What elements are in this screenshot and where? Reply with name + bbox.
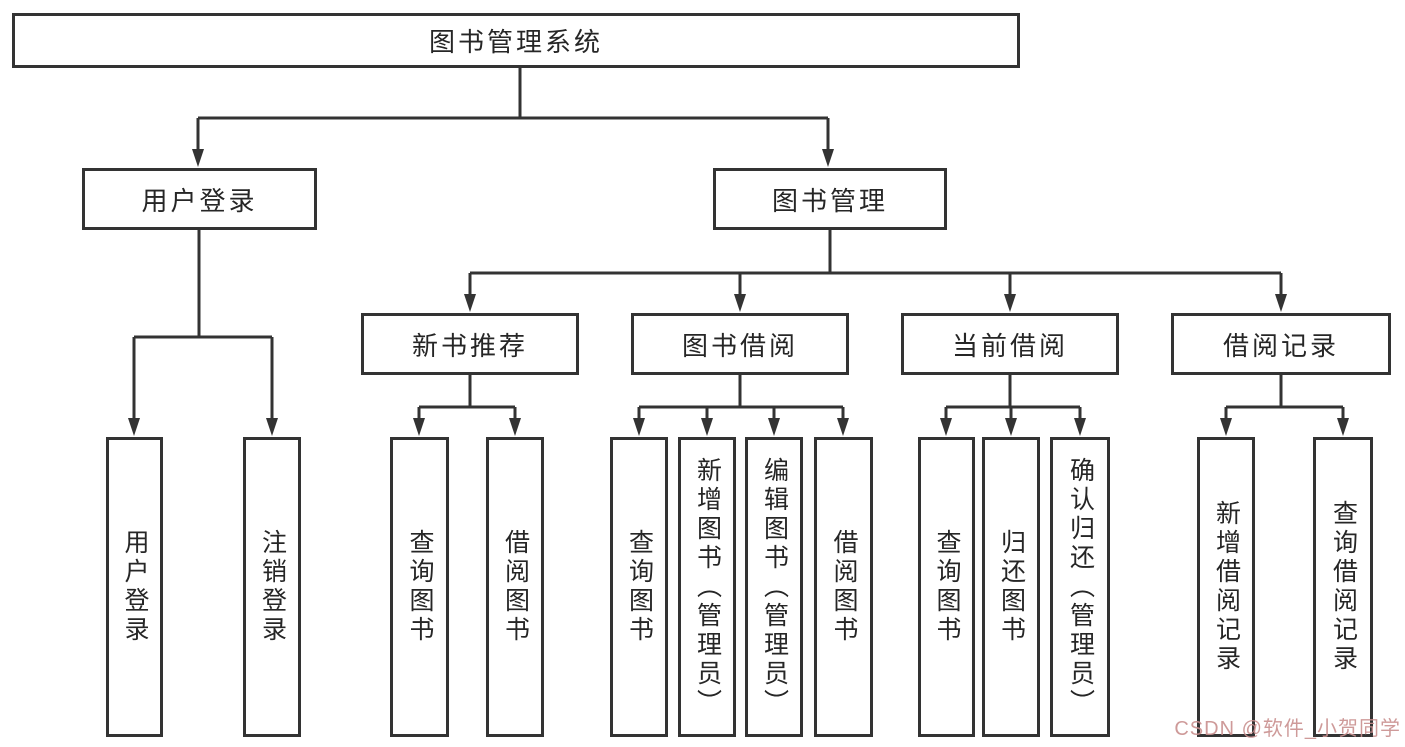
leaf-current-confirm-return-admin: 确认归还（管理员） xyxy=(1050,437,1110,737)
leaf-user-login: 用户登录 xyxy=(106,437,163,737)
leaf-borrowing-borrow-books: 借阅图书 xyxy=(814,437,873,737)
leaf-current-return-books: 归还图书 xyxy=(982,437,1040,737)
leaf-borrowing-add-books-admin: 新增图书（管理员） xyxy=(678,437,736,737)
leaf-recommend-borrow-books: 借阅图书 xyxy=(486,437,544,737)
node-user-login: 用户登录 xyxy=(82,168,317,230)
leaf-logout: 注销登录 xyxy=(243,437,301,737)
node-library-system: 图书管理系统 xyxy=(12,13,1020,68)
leaf-recommend-query-books: 查询图书 xyxy=(390,437,449,737)
leaf-borrowing-edit-books-admin: 编辑图书（管理员） xyxy=(745,437,803,737)
node-new-book-recommend: 新书推荐 xyxy=(361,313,579,375)
csdn-watermark: CSDN @软件_小贺同学 xyxy=(1174,718,1401,740)
node-book-management: 图书管理 xyxy=(713,168,947,230)
leaf-current-query-books: 查询图书 xyxy=(918,437,975,737)
leaf-records-add-record: 新增借阅记录 xyxy=(1197,437,1255,737)
node-borrow-records: 借阅记录 xyxy=(1171,313,1391,375)
node-current-borrowing: 当前借阅 xyxy=(901,313,1119,375)
leaf-borrowing-query-books: 查询图书 xyxy=(610,437,668,737)
node-book-borrowing: 图书借阅 xyxy=(631,313,849,375)
leaf-records-query-record: 查询借阅记录 xyxy=(1313,437,1373,737)
